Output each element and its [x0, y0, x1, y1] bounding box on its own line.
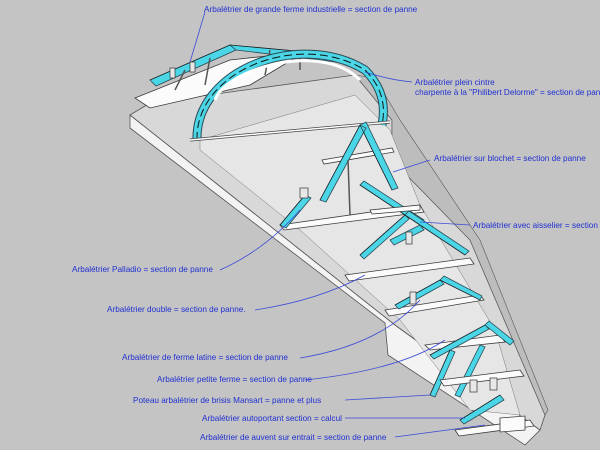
leader-auvent — [394, 424, 486, 438]
label-palladio: Arbalétrier Palladio = section de panne — [72, 265, 213, 274]
leader-petite — [304, 339, 446, 381]
palladio-truss — [344, 210, 475, 282]
label-auvent: Arbalétrier de auvent sur entrait = sect… — [200, 433, 387, 442]
leader-plein-cintre — [364, 71, 413, 83]
leader-double — [254, 274, 366, 311]
latin-truss — [424, 320, 515, 360]
mansart-truss — [429, 344, 525, 398]
leader-aisselier — [419, 221, 471, 226]
auvent-truss — [454, 394, 535, 437]
blochet-truss — [319, 121, 399, 216]
leader-blochet — [392, 159, 431, 173]
label-plein-cintre-2: charpente à la "Philibert Delorme" = sec… — [415, 88, 600, 97]
leader-latine — [299, 299, 421, 359]
label-autoportant: Arbalétrier autoportant section = calcul — [202, 414, 342, 423]
label-grande-ferme: Arbalétrier de grande ferme industrielle… — [204, 5, 418, 14]
label-mansart: Poteau arbalétrier de brisis Mansart = p… — [133, 396, 321, 405]
label-aisselier: Arbalétrier avec aisselier = section de … — [473, 221, 600, 230]
label-petite: Arbalétrier petite ferme = section de pa… — [157, 375, 312, 384]
label-latine: Arbalétrier de ferme latine = section de… — [122, 353, 288, 362]
label-double: Arbalétrier double = section de panne. — [107, 305, 246, 314]
leader-mansart — [344, 394, 431, 401]
leader-grande-ferme — [189, 11, 206, 63]
leader-palladio — [219, 209, 301, 271]
label-blochet: Arbalétrier sur blochet = section de pan… — [434, 154, 586, 163]
arch-truss — [189, 49, 391, 142]
label-plein-cintre-1: Arbalétrier plein cintre — [415, 78, 495, 87]
